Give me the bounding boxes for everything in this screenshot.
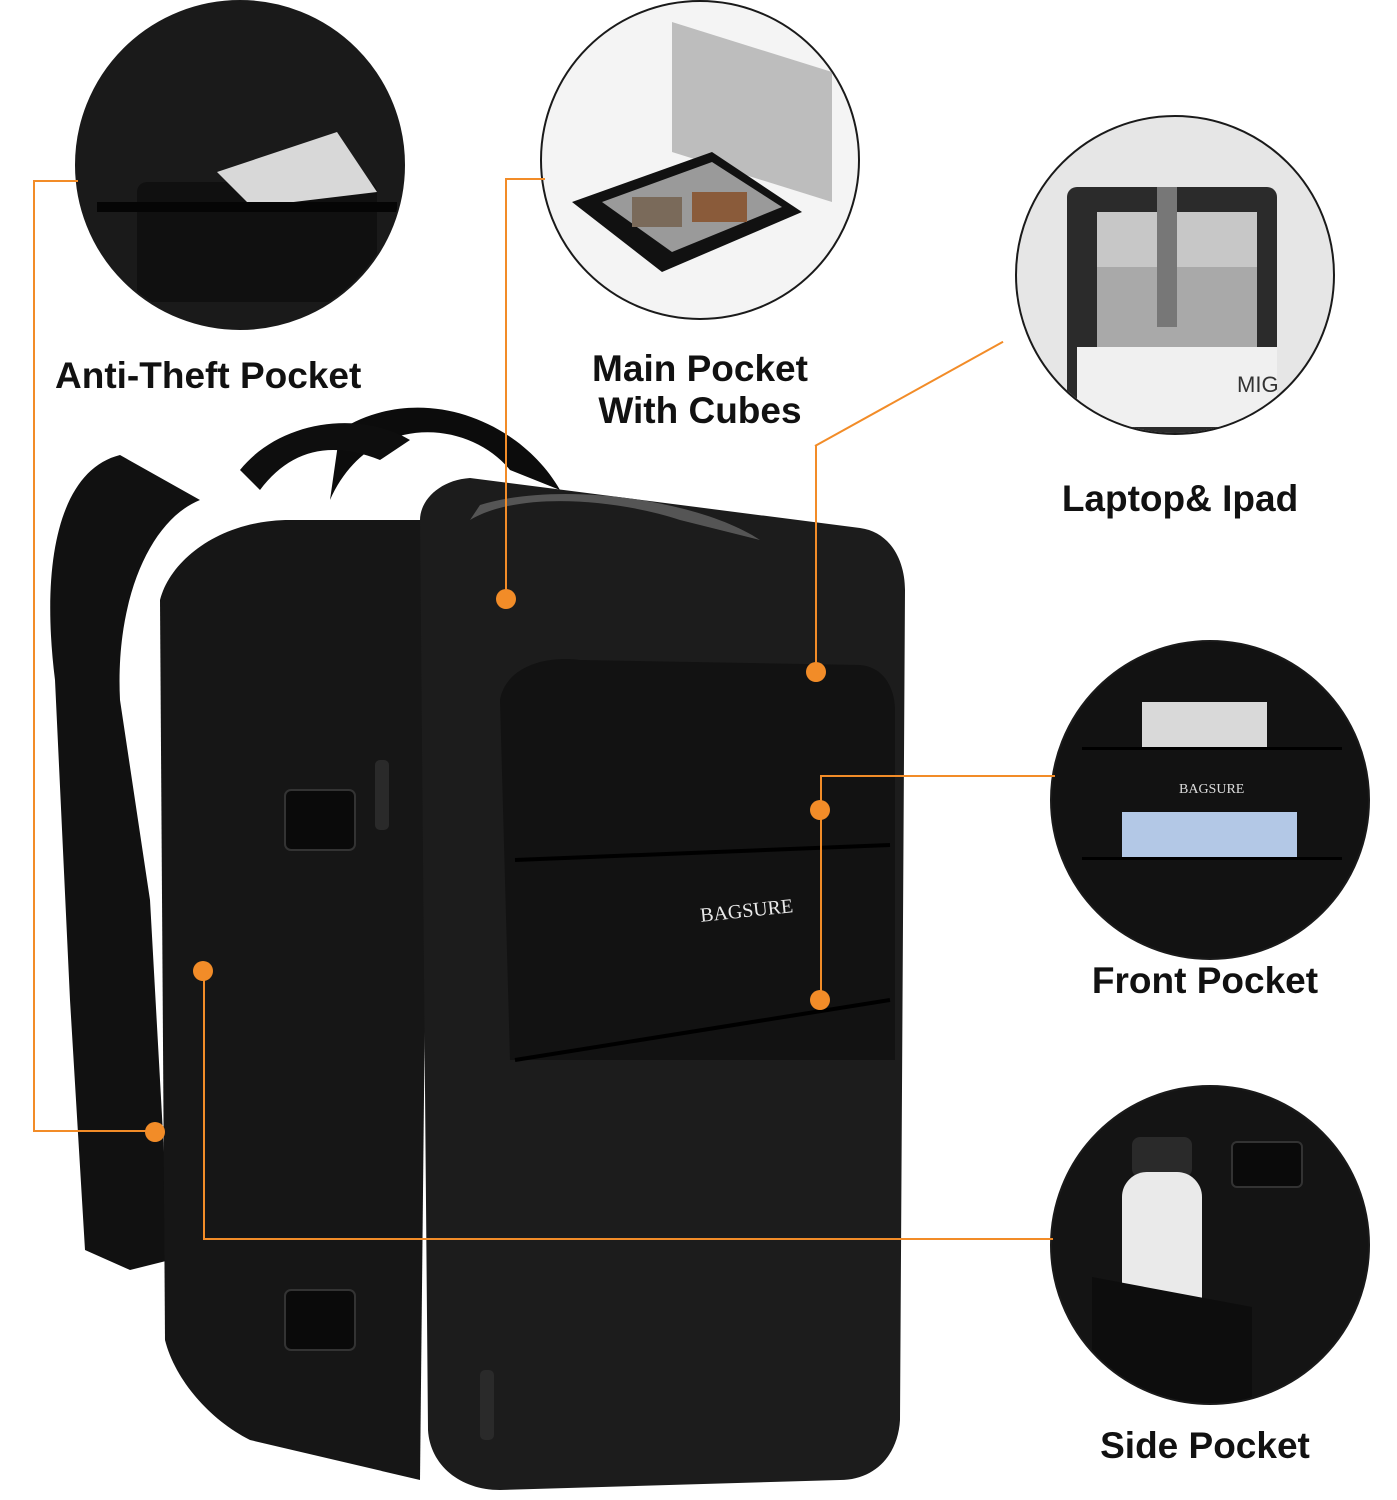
callout-line bbox=[820, 775, 1055, 777]
lower-buckle bbox=[284, 1289, 356, 1351]
backpack-side bbox=[160, 520, 430, 1480]
callout-line bbox=[33, 180, 78, 182]
callout-line bbox=[505, 178, 507, 598]
anti-theft-label: Anti-Theft Pocket bbox=[55, 355, 362, 396]
callout-line bbox=[505, 178, 545, 180]
main-pocket-label-line1: Main Pocket bbox=[592, 348, 808, 389]
callout-line bbox=[33, 180, 35, 1132]
callout-line bbox=[820, 775, 822, 1000]
callout-dot bbox=[145, 1122, 165, 1142]
anti-theft-circle bbox=[75, 0, 405, 330]
front-pocket-icon bbox=[1082, 702, 1342, 860]
callout-line bbox=[33, 1130, 155, 1132]
callout-dot bbox=[810, 800, 830, 820]
front-pocket-label: Front Pocket bbox=[1091, 960, 1319, 1001]
tablet-icon bbox=[97, 132, 397, 302]
callout-line bbox=[203, 970, 205, 1240]
laptop-circle: MIG bbox=[1015, 115, 1335, 435]
callout-dot bbox=[810, 990, 830, 1010]
svg-text:MIG: MIG bbox=[1237, 372, 1279, 397]
front-pocket-circle: BAGSURE bbox=[1050, 640, 1370, 960]
callout-line bbox=[203, 1238, 1053, 1240]
callout-dot bbox=[496, 589, 516, 609]
laptop-label: Laptop& Ipad bbox=[1061, 478, 1299, 519]
water-bottle-icon bbox=[1092, 1137, 1303, 1403]
side-pocket-label: Side Pocket bbox=[1100, 1425, 1310, 1466]
callout-dot bbox=[806, 662, 826, 682]
shoulder-strap bbox=[50, 455, 200, 1270]
laptop-icon: MIG bbox=[1067, 187, 1279, 433]
main-pocket-circle bbox=[540, 0, 860, 320]
main-pocket-label-line2: With Cubes bbox=[598, 390, 802, 431]
packing-cubes-icon bbox=[572, 22, 832, 272]
upper-buckle bbox=[284, 789, 356, 851]
side-pocket-circle bbox=[1050, 1085, 1370, 1405]
callout-line bbox=[815, 445, 817, 670]
front-pocket-panel bbox=[500, 659, 895, 1060]
front-pocket-brand: BAGSURE bbox=[1179, 782, 1245, 797]
callout-dot bbox=[193, 961, 213, 981]
